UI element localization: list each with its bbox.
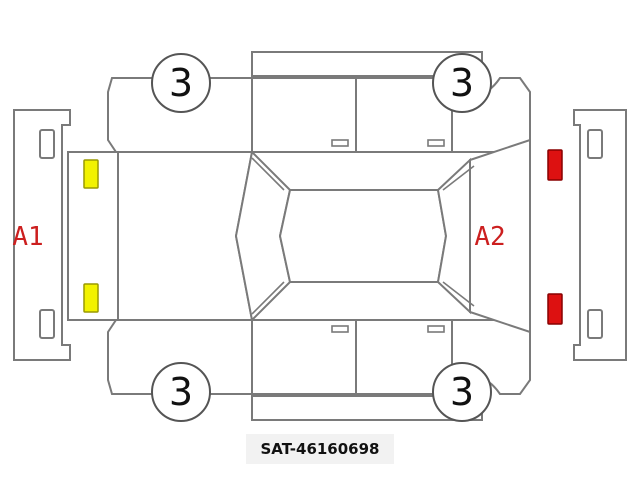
wheel-grade: 3 [450,370,474,414]
wheel-grade: 3 [450,61,474,105]
wheel-rear-left: 3 [432,53,492,113]
top-view-body [67,138,531,334]
trunk [469,138,531,334]
rear-right-marker [547,293,563,325]
front-zone-label: A1 [12,222,43,252]
wheel-rear-right: 3 [432,362,492,422]
wheel-grade: 3 [169,370,193,414]
front-left-marker [83,159,99,189]
rear-zone-label: A2 [474,222,505,252]
stock-id-box [246,434,394,464]
wheel-grade: 3 [169,61,193,105]
rear-window [436,157,471,315]
stock-id: SAT-46160698 [261,440,380,458]
wheel-front-right: 3 [151,362,211,422]
rear-bumper [573,109,627,361]
front-right-marker [83,283,99,313]
front-bumper [13,109,71,361]
right-side-panels [107,319,531,421]
wheel-front-left: 3 [151,53,211,113]
roof [278,189,448,283]
hood [117,151,254,321]
rear-left-marker [547,149,563,181]
